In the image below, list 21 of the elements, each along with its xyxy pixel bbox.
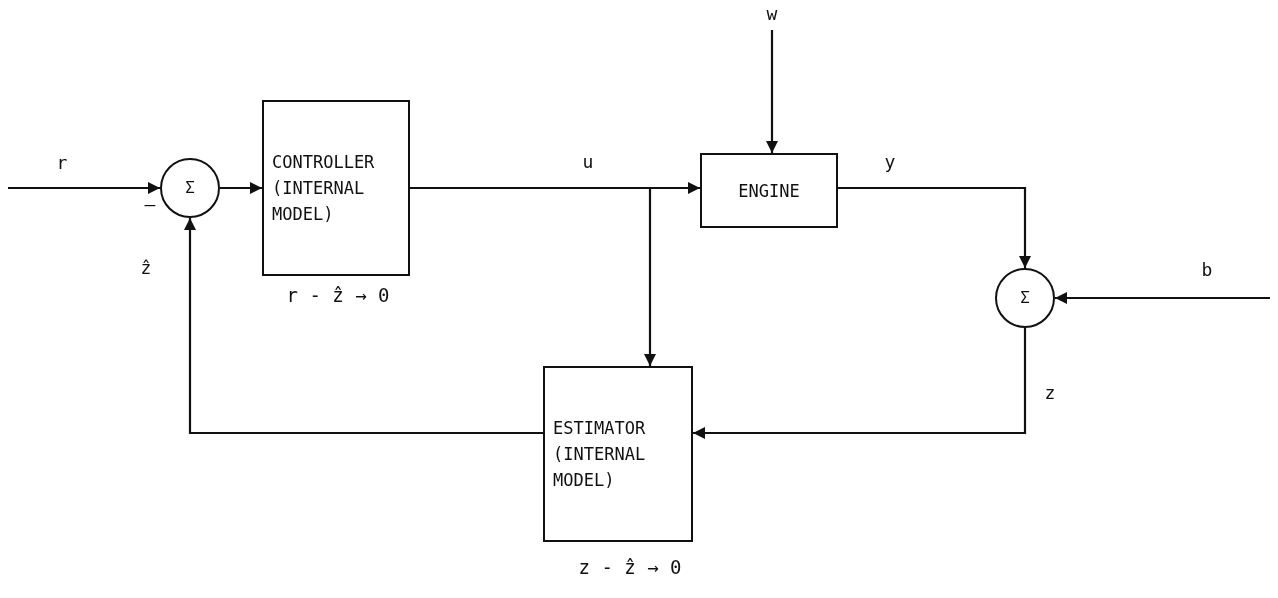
formula-text: z - ẑ → 0 [578, 556, 682, 578]
process-box [262, 100, 410, 276]
arrow [8, 182, 160, 194]
summing-junction [995, 268, 1055, 328]
arrow [1055, 292, 1270, 304]
block-label: CONTROLLER (INTERNAL MODEL) [271, 151, 376, 226]
process-box [700, 153, 838, 228]
summing-junction [160, 158, 220, 218]
sum-symbol: Σ [1020, 287, 1030, 309]
minus-sign: – [144, 193, 156, 215]
sum-symbol: Σ [185, 177, 195, 199]
arrow [184, 218, 543, 435]
arrow [693, 328, 1027, 439]
arrow [838, 186, 1031, 268]
arrow [766, 30, 778, 153]
block-label: ENGINE [737, 179, 801, 203]
block-label: ESTIMATOR (INTERNAL MODEL) [552, 417, 647, 492]
arrow [220, 182, 262, 194]
formula-text: r - ẑ → 0 [286, 284, 390, 306]
arrow [410, 186, 656, 366]
process-box [543, 366, 693, 542]
